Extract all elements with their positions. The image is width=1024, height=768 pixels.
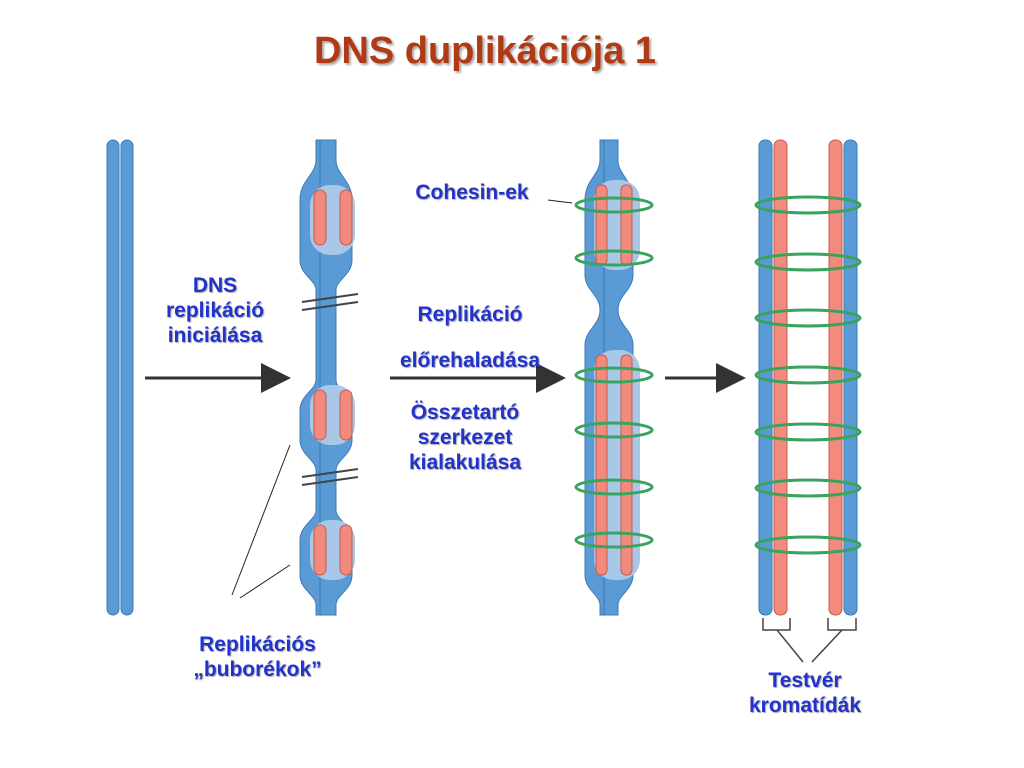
label-initiation-line-3: iniciálása bbox=[167, 324, 263, 347]
replication-bubbles bbox=[299, 139, 359, 616]
label-progress: Replikáció előrehaladása bbox=[380, 292, 560, 384]
label-structure-line-1: Összetartó bbox=[410, 401, 520, 424]
cohesin-leader bbox=[547, 199, 573, 204]
label-sister-line-2: kromatídák bbox=[748, 694, 862, 717]
label-initiation: DNS replikáció iniciálása bbox=[150, 273, 280, 348]
label-structure-line-3: kialakulása bbox=[408, 451, 522, 474]
label-structure-line-2: szerkezet bbox=[417, 426, 513, 449]
label-sister-line-1: Testvér bbox=[768, 669, 842, 692]
label-progress-line-1: Replikáció bbox=[417, 303, 523, 326]
replication-progress bbox=[574, 139, 654, 616]
label-structure: Összetartó szerkezet kialakulása bbox=[390, 400, 540, 475]
label-progress-line-2: előrehaladása bbox=[399, 349, 541, 372]
bubble-leader-2 bbox=[239, 564, 291, 599]
label-cohesin: Cohesin-ek bbox=[415, 181, 529, 204]
label-initiation-line-2: replikáció bbox=[165, 299, 265, 322]
label-bubbles: Replikációs „buborékok” bbox=[170, 632, 345, 682]
label-bubbles-line-1: Replikációs bbox=[199, 633, 316, 656]
sister-chromatids bbox=[754, 139, 862, 663]
slide-title: DNS duplikációja 1 bbox=[313, 30, 657, 72]
label-initiation-line-1: DNS bbox=[192, 274, 238, 297]
label-bubbles-line-2: „buborékok” bbox=[193, 658, 322, 681]
bubble-leader-1 bbox=[231, 444, 291, 596]
label-sister-chromatids: Testvér kromatídák bbox=[730, 668, 880, 718]
unreplicated-dna bbox=[106, 139, 134, 616]
